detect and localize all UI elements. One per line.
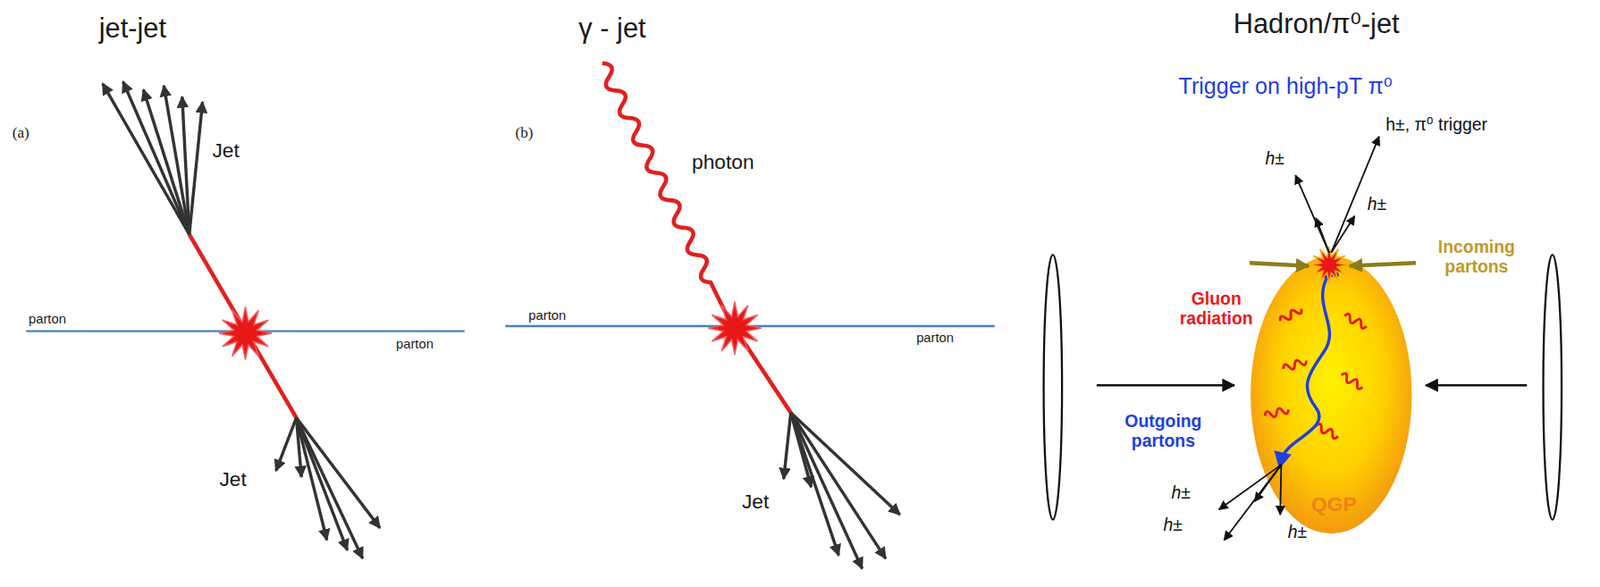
jet-arrows: [102, 84, 190, 236]
collision-star: [218, 306, 272, 360]
nucleus-ring: [1044, 254, 1063, 521]
jet-arrows: [296, 418, 381, 529]
incoming-label: Incoming partons: [1420, 236, 1533, 278]
panel-letter: (b): [514, 124, 533, 143]
trigger-label: h±, π⁰ trigger: [1385, 114, 1488, 135]
hadron-arrows: [1315, 218, 1330, 253]
qgp-label: QGP: [1311, 492, 1357, 516]
qgp-fill: [1251, 256, 1413, 534]
jet-arrows: [791, 412, 812, 488]
jet-arrows: [276, 418, 297, 472]
hadron-label: h±: [1265, 148, 1285, 169]
jet-arrows: [296, 418, 328, 541]
collision-star: [1310, 246, 1348, 284]
gluon-curls: [1263, 405, 1290, 420]
jet-label: Jet: [211, 138, 239, 162]
panel-title: γ - jet: [578, 12, 646, 44]
parton-arrowhead: [1273, 450, 1291, 470]
jet-arrows: [296, 418, 348, 551]
incoming-parton-arrows: [1249, 262, 1416, 266]
hadron-arrows: [1330, 216, 1355, 253]
photon-wave: [596, 59, 735, 322]
jet-arrows: [296, 418, 303, 478]
jet-label: Jet: [741, 489, 769, 514]
jet-arrows: [182, 96, 190, 235]
outgoing-parton-path: [1283, 275, 1331, 456]
panel-letter: (a): [12, 124, 30, 143]
jet-arrows: [791, 412, 840, 556]
gluon-curls: [1339, 371, 1365, 391]
hadron-label: h±: [1171, 482, 1191, 503]
jet-arrows: [791, 412, 886, 559]
parton-label: parton: [528, 308, 566, 324]
jet-arrows: [163, 85, 190, 236]
jet-arrows: [783, 412, 792, 480]
hadron-arrows: [1224, 464, 1282, 540]
gluon-label: Gluon radiation: [1169, 288, 1264, 329]
parton-label: parton: [28, 311, 67, 328]
gluon-curls: [1342, 312, 1368, 330]
hadron-arrows: [1219, 136, 1380, 541]
hadron-label: h±: [1162, 514, 1182, 535]
gluon-curls: [1281, 357, 1307, 373]
hadron-arrows: [1280, 464, 1281, 515]
jet-arrows: [791, 412, 901, 515]
gluon-curls: [1313, 422, 1339, 440]
jet-label: Jet: [218, 467, 246, 491]
beam-arrows: [1425, 384, 1527, 388]
jet-arrows: [189, 101, 203, 235]
incoming-parton-arrows: [1349, 262, 1416, 266]
panel-title: jet-jet: [99, 12, 167, 44]
jet-arrows: [123, 81, 190, 235]
gluon-curls: [1278, 305, 1304, 325]
parton-label: parton: [916, 330, 954, 346]
gluon-curls: [1263, 305, 1368, 440]
jet-arrows: [102, 81, 380, 559]
outgoing-label: Outgoing partons: [1107, 411, 1221, 452]
incoming-parton-arrows: [1249, 262, 1309, 266]
trigger-note: Trigger on high-pT π⁰: [1178, 73, 1393, 100]
hadron-label: h±: [1367, 193, 1387, 214]
jet-arrows: [791, 412, 863, 570]
photon-label: photon: [691, 150, 755, 174]
collision-star: [707, 302, 761, 355]
jet-arrows: [143, 89, 189, 235]
parton-jet-line: [189, 234, 297, 418]
hadron-arrows: [1254, 464, 1282, 502]
jet-arrows: [296, 418, 363, 559]
parton-jet-line: [734, 328, 792, 413]
hadron-arrows: [1219, 464, 1282, 510]
beam-arrows: [1096, 384, 1235, 388]
parton-line: [505, 325, 995, 328]
qgp-ellipse: QGP: [1249, 254, 1414, 536]
nucleus-ring: [1543, 254, 1563, 521]
jet-arrows: [783, 412, 901, 570]
hadron-label: h±: [1288, 522, 1307, 542]
parton-line: [25, 330, 464, 333]
parton-label: parton: [395, 336, 434, 353]
parton-arrowhead: [1321, 256, 1340, 278]
hadron-arrows: [1295, 175, 1330, 253]
panel-title: Hadron/π⁰-jet: [1233, 8, 1400, 40]
